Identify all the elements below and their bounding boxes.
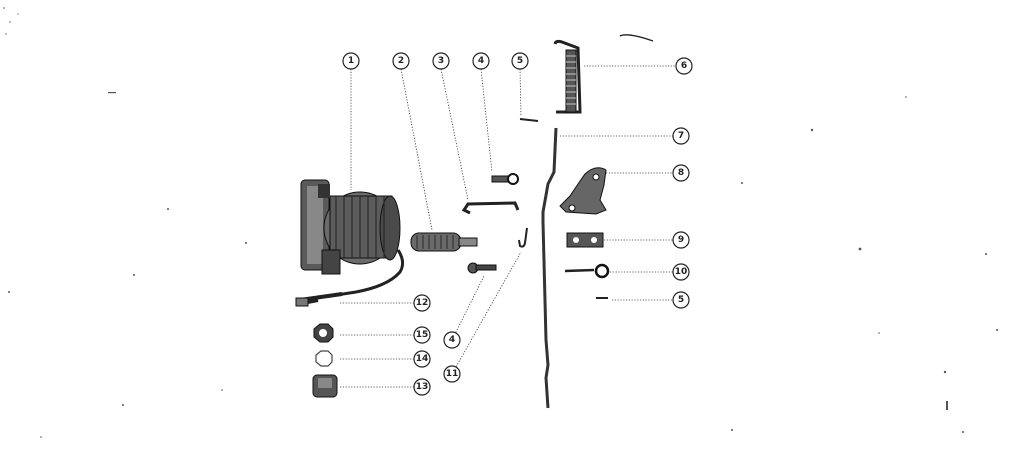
callout-label-12: 12 [416, 298, 429, 308]
callout-4-lower: 4 [443, 331, 461, 349]
part-11-hook [518, 227, 528, 248]
part-4-bolt-lower [467, 262, 497, 274]
part-10-eye-pin [564, 263, 610, 279]
callout-label-13: 13 [416, 382, 429, 392]
part-6-spring [553, 39, 582, 114]
leader-lines [340, 65, 676, 388]
callout-15: 15 [413, 326, 431, 344]
callout-4-upper: 4 [472, 52, 490, 70]
callout-label-4-lower: 4 [449, 335, 455, 345]
part-2-plunger [410, 232, 478, 252]
part-7-long-rod [541, 127, 558, 409]
part-14-washer [315, 350, 333, 367]
part-5-pin-upper [519, 118, 539, 122]
callout-label-11: 11 [446, 369, 459, 379]
callout-label-3: 3 [438, 56, 444, 66]
callout-7: 7 [672, 127, 690, 145]
callout-9: 9 [672, 231, 690, 249]
callout-10: 10 [672, 263, 690, 281]
part-1-coil [300, 179, 405, 299]
callout-label-4-upper: 4 [478, 56, 484, 66]
callout-label-8: 8 [678, 168, 684, 178]
callout-5-upper: 5 [511, 52, 529, 70]
callout-13: 13 [413, 378, 431, 396]
callout-label-2: 2 [398, 56, 404, 66]
part-4-bolt-upper [491, 173, 519, 185]
part-3-bent-rod [461, 201, 520, 215]
callout-14: 14 [413, 350, 431, 368]
callout-label-5-lower: 5 [678, 295, 684, 305]
callout-label-9: 9 [678, 235, 684, 245]
callout-6: 6 [675, 57, 693, 75]
part-8-bracket [559, 167, 607, 215]
callout-label-6: 6 [681, 61, 687, 71]
callout-2: 2 [392, 52, 410, 70]
callout-3: 3 [432, 52, 450, 70]
callout-label-10: 10 [675, 267, 688, 277]
callout-label-5-upper: 5 [517, 56, 523, 66]
callout-label-1: 1 [348, 56, 354, 66]
callout-8: 8 [672, 164, 690, 182]
callout-12: 12 [413, 294, 431, 312]
callout-label-14: 14 [416, 354, 429, 364]
part-12-lead [295, 292, 343, 307]
part-15-nut [313, 323, 334, 343]
scan-specks [3, 7, 998, 438]
callout-1: 1 [342, 52, 360, 70]
callout-label-15: 15 [416, 330, 429, 340]
callout-11: 11 [443, 365, 461, 383]
part-9-block [566, 232, 604, 248]
callout-5-lower: 5 [672, 291, 690, 309]
callout-label-7: 7 [678, 131, 684, 141]
part-13-cap-nut [312, 374, 338, 398]
